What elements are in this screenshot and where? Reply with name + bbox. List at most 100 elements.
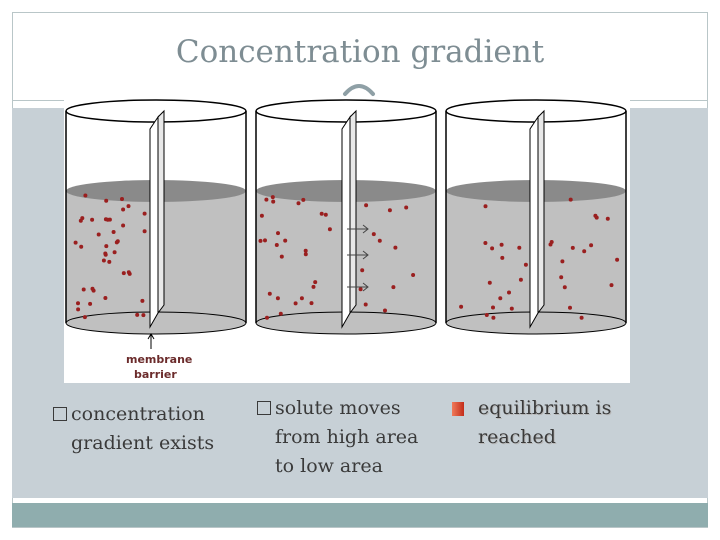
solute-particle [562, 285, 567, 290]
beaker-rim [445, 99, 627, 123]
solute-particle [491, 305, 495, 310]
caption-2-line-1: solute moves [275, 397, 401, 419]
diffusion-figure: membrane barrier [64, 97, 630, 383]
solute-particle [364, 203, 369, 208]
solute-particle [387, 208, 392, 213]
caption-2-line-3: to low area [275, 455, 383, 477]
solute-particle [391, 285, 396, 290]
solute-particle [560, 259, 565, 264]
caption-1-line-1: concentration [71, 403, 205, 425]
caption-solute-moves: solute moves from high area to low area [257, 394, 418, 481]
membrane-label-line1: membrane [126, 353, 192, 366]
solute-particle [279, 254, 284, 259]
solute-particle [142, 211, 147, 216]
solute-particle [363, 302, 368, 307]
solute-particle [303, 252, 308, 257]
red-square-bullet-icon [452, 402, 464, 416]
solute-particle [371, 232, 376, 237]
solute-particle [313, 280, 318, 285]
solute-particle [73, 240, 78, 245]
solute-particle [278, 311, 283, 316]
solute-particle [104, 198, 109, 203]
solute-particle [111, 230, 116, 234]
solute-particle [293, 301, 298, 306]
solute-particle [141, 313, 146, 318]
solute-particle [121, 223, 126, 228]
arrow-head [362, 224, 369, 234]
solute-particle [570, 245, 575, 250]
solute-particle [103, 296, 108, 300]
caption-equilibrium: equilibrium is reached [478, 394, 611, 452]
membrane-edge [349, 109, 357, 315]
solute-particle [311, 284, 316, 289]
solute-particle [518, 277, 523, 282]
solute-particle [383, 308, 387, 313]
solute-particle [615, 257, 620, 262]
solute-particle [83, 193, 88, 198]
beaker-2 [255, 99, 437, 335]
footer-bar [12, 503, 708, 527]
solute-particle [107, 259, 112, 264]
solute-particle [296, 201, 301, 206]
solute-particle [121, 207, 126, 212]
membrane-barrier [529, 115, 539, 329]
beaker-3 [445, 99, 627, 335]
square-outline-bullet-icon [53, 407, 67, 421]
caption-3-line-2: reached [478, 426, 556, 448]
solute-particle [609, 283, 614, 288]
arrow-head [362, 250, 369, 260]
solute-particle [88, 301, 93, 306]
solute-particle [594, 215, 599, 220]
solute-particle [258, 238, 263, 243]
membrane-label-line2: barrier [134, 368, 177, 381]
solute-particle [559, 275, 564, 280]
solute-particle [283, 238, 288, 243]
caption-gradient-exists: concentration gradient exists [53, 400, 214, 458]
solute-particle [271, 199, 276, 204]
solute-particle [459, 304, 464, 309]
solute-particle [487, 280, 492, 285]
solute-particle [358, 287, 363, 292]
solute-particle [323, 212, 328, 217]
solute-particle [90, 286, 95, 291]
solute-particle [589, 243, 594, 248]
solute-particle [80, 216, 85, 221]
arc-decoration-icon [343, 84, 375, 96]
solute-particle [126, 270, 131, 275]
solute-particle [499, 242, 504, 247]
solute-particle [484, 313, 489, 317]
solute-particle [483, 241, 488, 245]
solute-particle [105, 217, 110, 222]
solute-particle [568, 197, 573, 202]
solute-particle [568, 305, 572, 310]
solute-particle [96, 232, 101, 237]
arrow-right-icon [347, 282, 369, 292]
solute-particle [582, 249, 587, 254]
solute-particle [259, 213, 264, 218]
solute-particle [275, 296, 280, 301]
solute-particle [327, 227, 332, 232]
arrow-right-icon [347, 224, 369, 234]
solute-particle [120, 197, 124, 201]
solute-particle [79, 244, 84, 249]
membrane-label: membrane barrier [126, 333, 192, 381]
caption-1-line-2: gradient exists [71, 432, 215, 454]
solute-particle [303, 248, 308, 253]
solute-particle [267, 291, 272, 296]
solute-particle [264, 197, 269, 202]
solute-particle [377, 238, 382, 243]
solute-particle [101, 258, 106, 263]
solute-particle [605, 216, 610, 221]
solute-particle [263, 238, 267, 243]
solute-particle [140, 298, 145, 303]
membrane-barrier [149, 115, 159, 329]
solute-particle [76, 307, 81, 312]
solute-particle [411, 273, 416, 277]
solute-particle [142, 229, 147, 234]
slide-title: Concentration gradient [175, 34, 545, 70]
solute-particle [509, 306, 514, 311]
solute-particle [121, 271, 126, 276]
caption-2-line-2: from high area [275, 426, 419, 448]
beaker-1 [65, 99, 247, 335]
solute-particle [115, 239, 120, 244]
